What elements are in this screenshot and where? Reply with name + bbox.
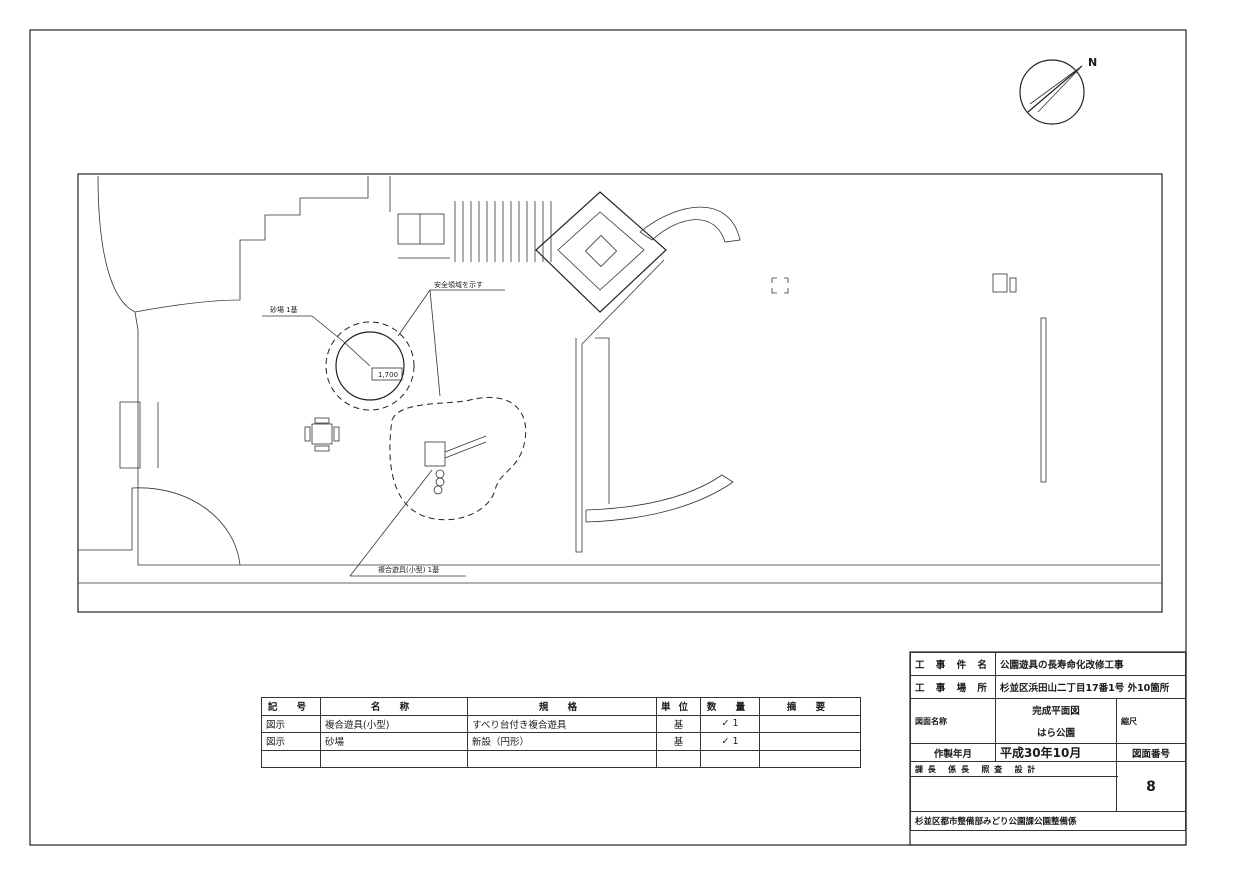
bench-right [992, 273, 1008, 293]
project-name-label: 工 事 件 名 [910, 652, 996, 676]
sandbox-label: 砂場 1基 [270, 305, 298, 314]
legend-table: 記 号 名 称 規 格 単位 数 量 摘 要 図示 複合遊具(小型) すべり台付… [261, 697, 861, 768]
sheet-border [29, 29, 1187, 846]
role-chief: 課 長 [915, 764, 937, 774]
role-subchief: 係 長 [948, 764, 970, 774]
legend-spec: 新設（円形） [467, 732, 657, 751]
legend-header-note: 摘 要 [759, 697, 861, 716]
park-boundary [77, 173, 1163, 613]
legend-name: 複合遊具(小型) [320, 714, 468, 733]
date-label: 作製年月 [910, 743, 996, 762]
legend-symbol: 図示 [261, 732, 321, 751]
date: 平成30年10月 [994, 743, 1118, 762]
ladder-fence [454, 201, 552, 262]
picnic-table [304, 417, 340, 452]
curved-bench-bottom [585, 474, 734, 523]
horizontal-bars [397, 213, 450, 259]
sandbox: 1,700 [325, 321, 415, 411]
wall-right [1040, 317, 1047, 483]
organization: 杉並区都市整備部みどり公園課公園整備係 [910, 811, 1186, 831]
legend-header-name: 名 称 [320, 697, 468, 716]
pavilion [535, 191, 667, 313]
legend-qty: ✓ 1 [700, 732, 761, 751]
drawing-no-label: 図面番号 [1116, 743, 1186, 762]
legend-row: 図示 砂場 新設（円形） 基 ✓ 1 [261, 732, 861, 751]
approval-stamps [910, 776, 1117, 812]
project-name: 公園遊具の長寿命化改修工事 [994, 652, 1187, 676]
legend-header-row: 記 号 名 称 規 格 単位 数 量 摘 要 [261, 697, 861, 716]
legend-symbol: 図示 [261, 714, 321, 733]
legend-header-qty: 数 量 [700, 697, 761, 716]
legend-name: 砂場 [320, 732, 468, 751]
role-design: 設 計 [1014, 764, 1037, 774]
legend-unit: 基 [655, 714, 702, 733]
legend-note [759, 732, 861, 751]
north-arrow-icon: N [1019, 56, 1097, 125]
gate [119, 401, 141, 469]
curved-bench-top [639, 206, 741, 243]
role-check: 照 査 [981, 764, 1004, 774]
legend-header-unit: 単位 [655, 697, 702, 716]
north-label: N [1088, 56, 1097, 69]
legend-qty: ✓ 1 [700, 714, 761, 733]
legend-spec: すべり台付き複合遊具 [467, 714, 657, 733]
scale-label: 縮尺 [1116, 698, 1186, 744]
combined-play-equipment [424, 435, 487, 495]
legend-row-empty [261, 749, 861, 768]
small-marker [771, 277, 789, 294]
site: 杉並区浜田山二丁目17番1号 外10箇所 [994, 675, 1187, 699]
drawing-name-label: 図面名称 [910, 698, 996, 744]
approval-roles: 課 長 係 長 照 査 設 計 [910, 761, 1117, 777]
legend-header-spec: 規 格 [467, 697, 657, 716]
legend-row: 図示 複合遊具(小型) すべり台付き複合遊具 基 ✓ 1 [261, 714, 861, 733]
title-block: 工 事 件 名 公園遊具の長寿命化改修工事 工 事 場 所 杉並区浜田山二丁目1… [910, 652, 1187, 831]
drawing-name-2: はら公園 [994, 721, 1118, 744]
combined-play-label: 複合遊具(小型) 1基 [378, 565, 439, 574]
dimension-label: 1,700 [378, 371, 398, 379]
safety-area [389, 396, 527, 521]
legend-note [759, 714, 861, 733]
site-label: 工 事 場 所 [910, 675, 996, 699]
drawing-no: 8 [1116, 761, 1186, 812]
legend-unit: 基 [655, 732, 702, 751]
safety-area-label: 安全領域を示す [434, 280, 483, 289]
legend-header-symbol: 記 号 [261, 697, 321, 716]
drawing-name-1: 完成平面図 [994, 698, 1118, 721]
